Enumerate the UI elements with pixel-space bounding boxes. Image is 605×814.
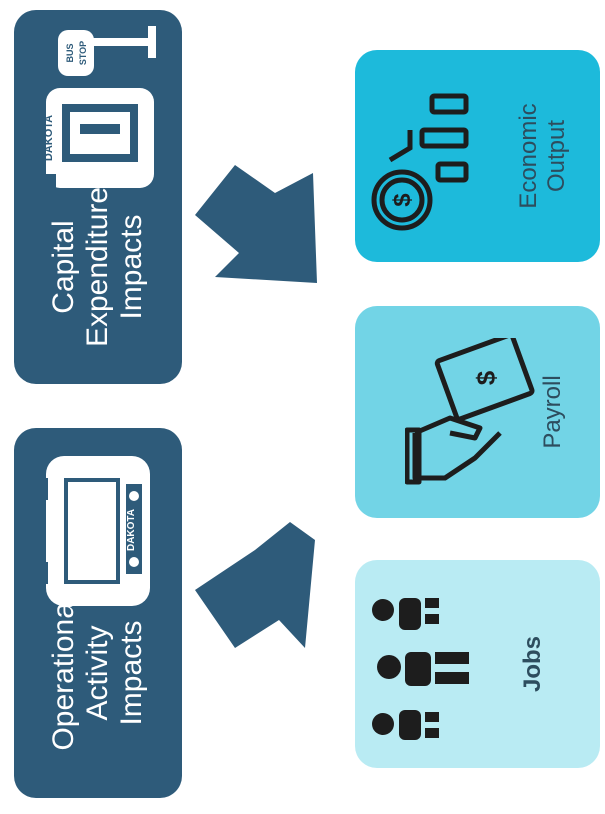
operational-activity-label: Operational Activity Impacts xyxy=(47,595,148,751)
jobs-label: Jobs xyxy=(518,635,546,693)
jobs-box: Jobs xyxy=(355,560,600,768)
capital-expenditure-box: DAKOTA BUS STOP Capital Expenditure Impa… xyxy=(14,10,182,384)
bus-icon: DAKOTA xyxy=(42,456,150,606)
svg-text:STOP: STOP xyxy=(78,41,88,65)
operational-activity-box: DAKOTA Operational Activity Impacts xyxy=(14,428,182,798)
economic-growth-icon: $ xyxy=(371,93,469,231)
svg-text:$: $ xyxy=(471,370,501,385)
hand-money-icon: $ xyxy=(405,338,535,485)
svg-text:DAKOTA: DAKOTA xyxy=(126,509,137,551)
people-icon xyxy=(372,598,469,740)
bus-stop-icon: DAKOTA BUS STOP xyxy=(43,26,156,190)
economic-output-box: $ Economic Output xyxy=(355,50,600,262)
svg-text:BUS: BUS xyxy=(65,43,75,62)
svg-text:DAKOTA: DAKOTA xyxy=(43,115,55,161)
payroll-label: Payroll xyxy=(538,375,566,449)
payroll-box: $ Payroll xyxy=(355,306,600,518)
arrow-operational-icon xyxy=(195,522,315,648)
capital-expenditure-label: Capital Expenditure Impacts xyxy=(47,186,148,348)
economic-output-label: Economic Output xyxy=(514,103,570,209)
svg-text:$: $ xyxy=(389,193,416,207)
arrow-capital-icon xyxy=(195,165,317,283)
